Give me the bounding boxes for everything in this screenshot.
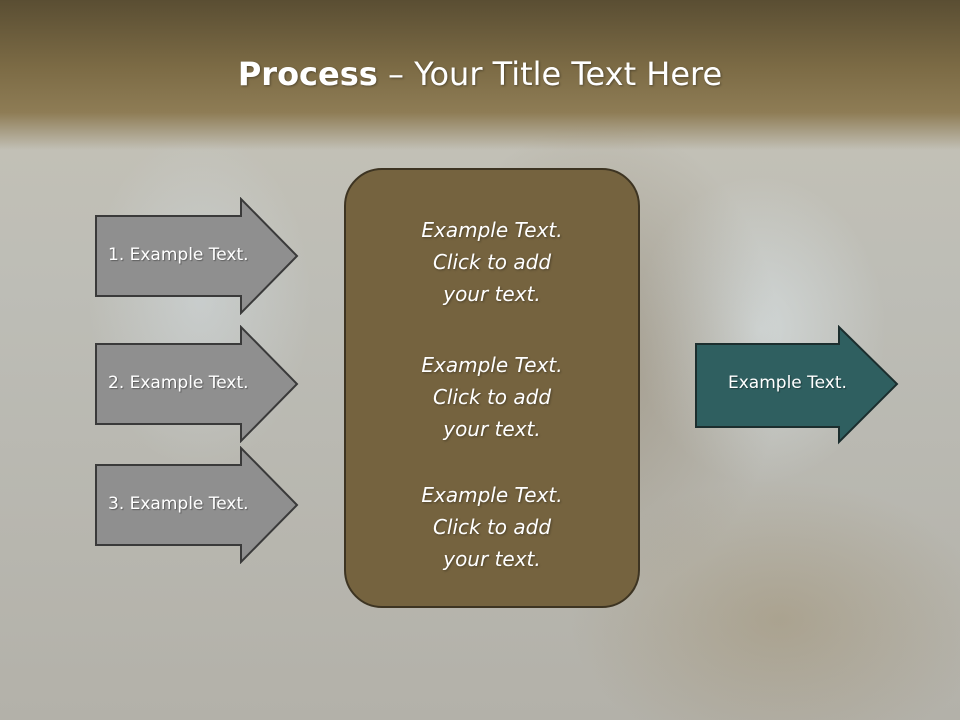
text-block-2: Example Text. Click to add your text. [346,349,638,445]
left-arrow-1[interactable]: 1. Example Text. [94,197,300,315]
title-bold: Process [237,55,378,93]
text-line: Example Text. [421,218,563,242]
text-line: Click to add [432,250,552,274]
text-line: your text. [443,282,541,306]
left-arrow-label: 3. Example Text. [108,494,249,514]
title-banner [0,0,960,150]
arrow-shape [95,325,299,443]
text-block-3: Example Text. Click to add your text. [346,479,638,575]
arrow-shape [695,325,899,445]
text-line: Example Text. [421,353,563,377]
text-block-1: Example Text. Click to add your text. [346,214,638,310]
arrow-shape [95,446,299,564]
text-line: Click to add [432,515,552,539]
text-line: Example Text. [421,483,563,507]
left-arrow-label: 1. Example Text. [108,245,249,265]
right-arrow-label: Example Text. [728,373,847,393]
text-line: Click to add [432,385,552,409]
left-arrow-2[interactable]: 2. Example Text. [94,325,300,443]
arrow-shape [95,197,299,315]
text-line: your text. [443,547,541,571]
center-text-box[interactable]: Example Text. Click to add your text. Ex… [344,168,640,608]
left-arrow-label: 2. Example Text. [108,373,249,393]
text-line: your text. [443,417,541,441]
title-rest: – Your Title Text Here [377,55,723,93]
right-arrow[interactable]: Example Text. [694,325,900,445]
left-arrow-3[interactable]: 3. Example Text. [94,446,300,564]
slide-title[interactable]: Process – Your Title Text Here [0,52,960,96]
